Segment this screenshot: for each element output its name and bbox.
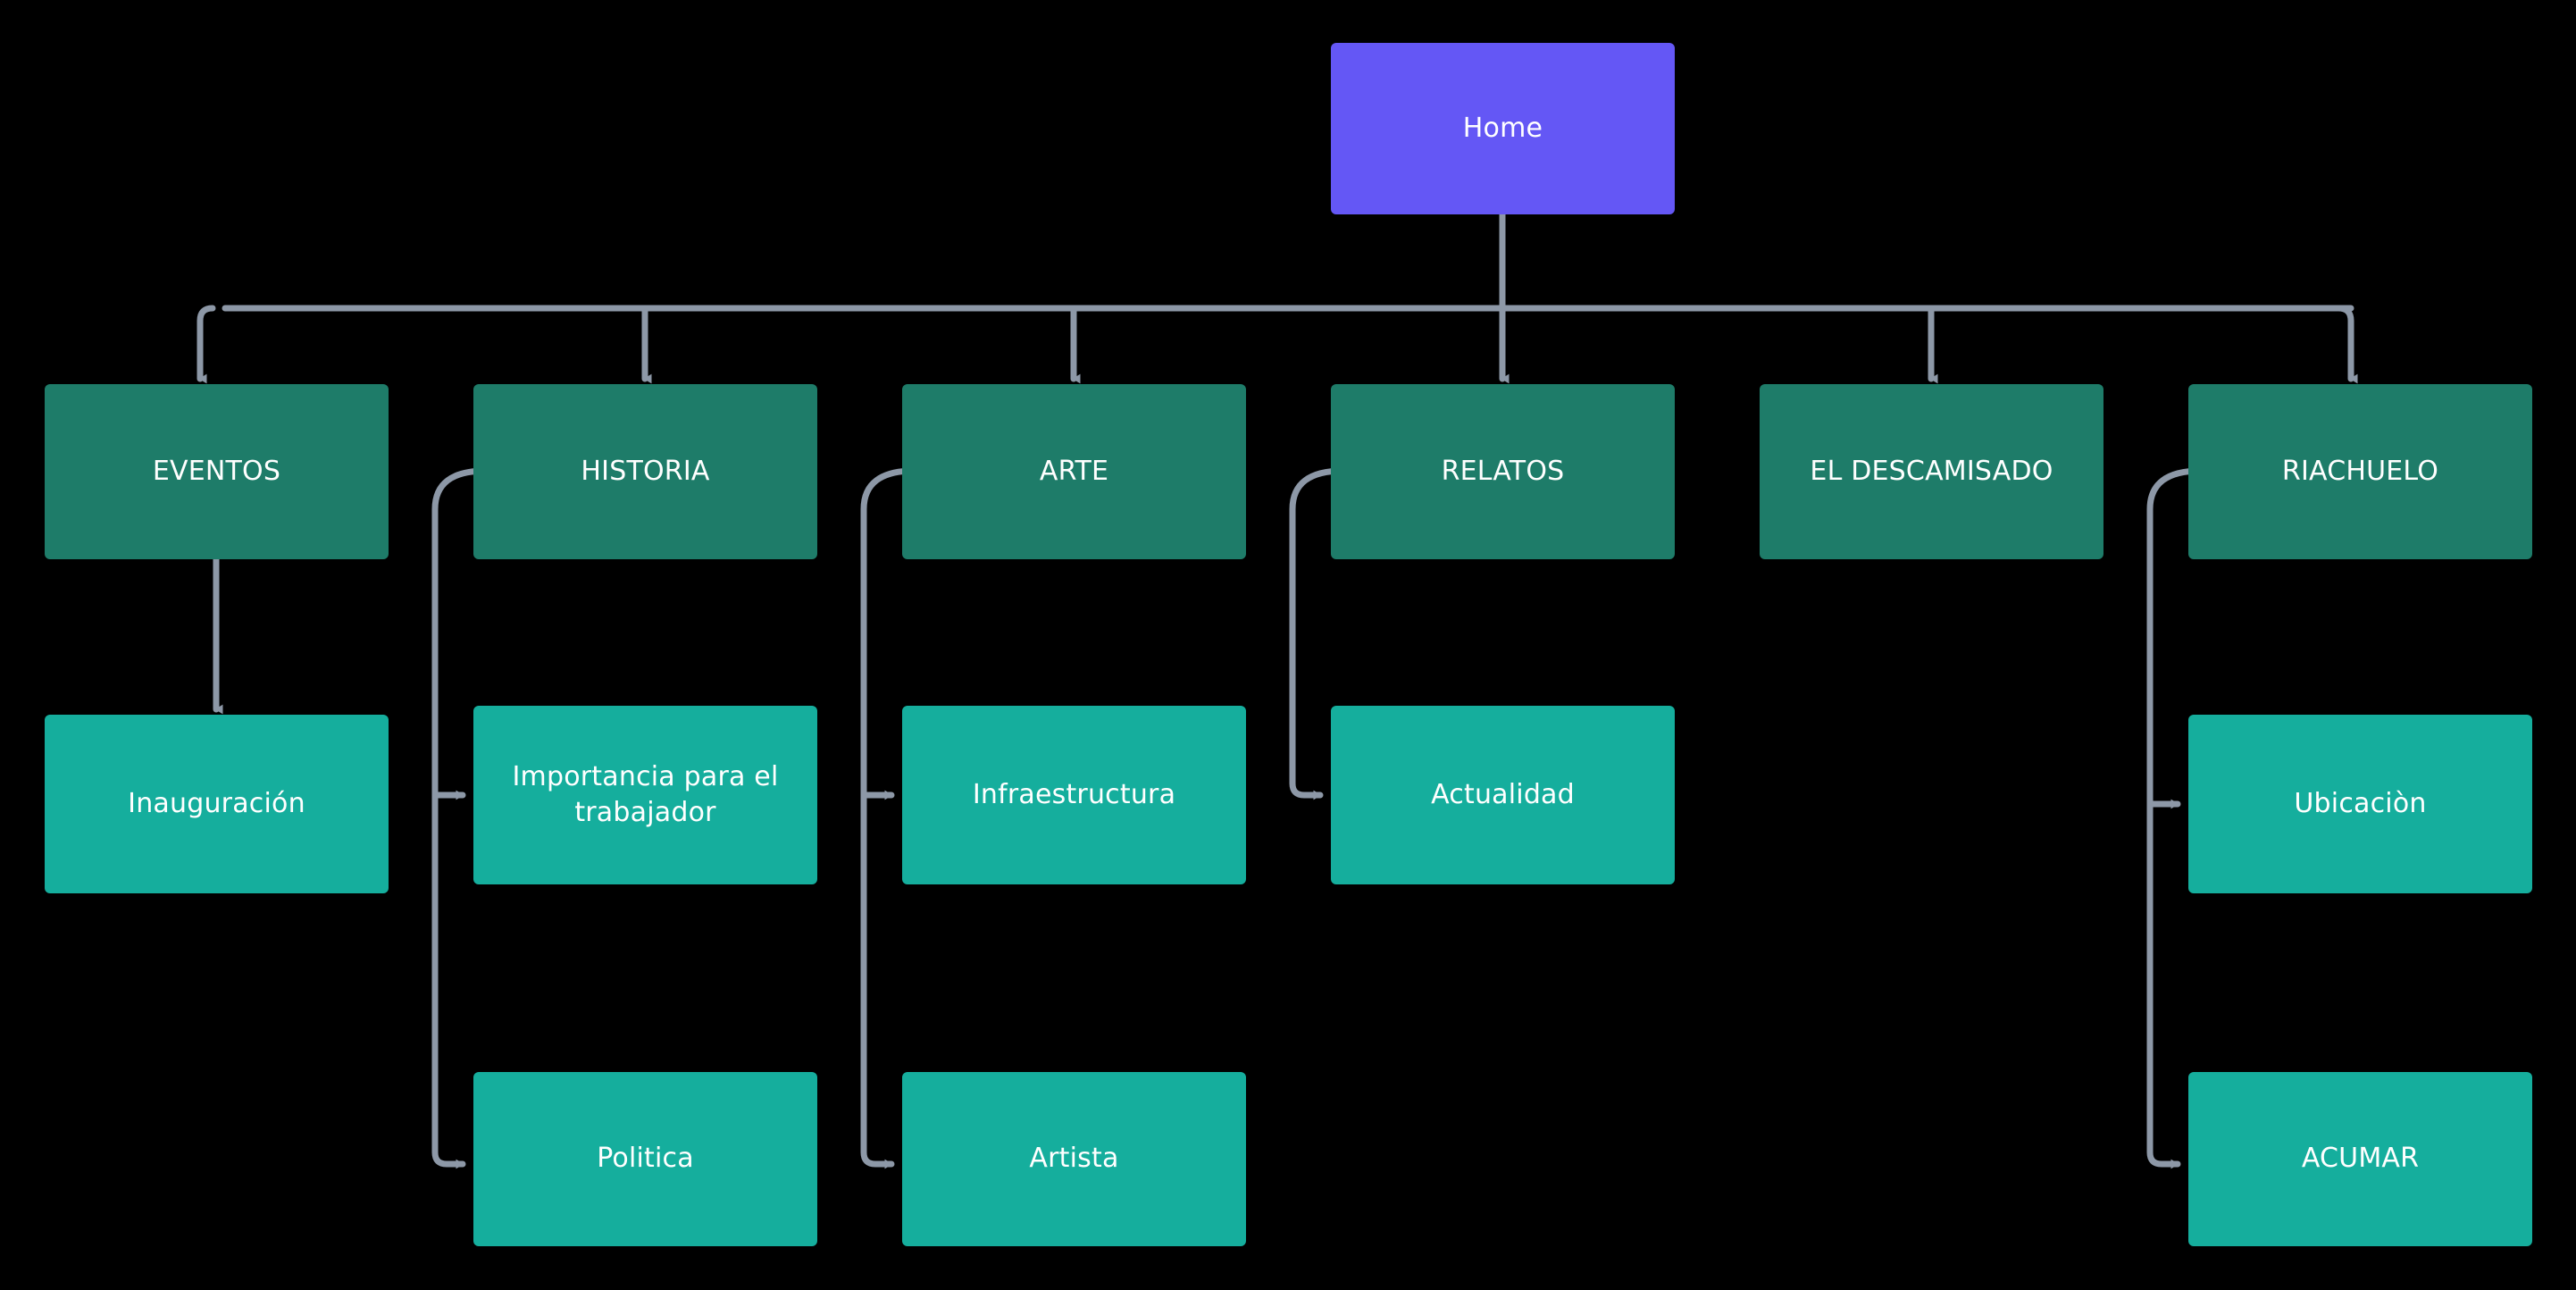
node-riachuelo[interactable]: RIACHUELO xyxy=(2188,384,2532,559)
edge-home-eventos xyxy=(197,305,216,384)
node-historia[interactable]: HISTORIA xyxy=(473,384,817,559)
node-label: Artista xyxy=(1029,1143,1119,1175)
node-arte[interactable]: ARTE xyxy=(902,384,1246,559)
node-label: EL DESCAMISADO xyxy=(1810,455,2053,487)
node-label: ACUMAR xyxy=(2301,1143,2420,1175)
node-label: Inauguración xyxy=(128,787,305,819)
node-acumar[interactable]: ACUMAR xyxy=(2188,1072,2532,1246)
node-label: ARTE xyxy=(1039,455,1109,487)
node-label: RELATOS xyxy=(1441,455,1565,487)
node-politica[interactable]: Politica xyxy=(473,1072,817,1246)
node-ubicacion[interactable]: Ubicaciòn xyxy=(2188,715,2532,893)
node-label: Politica xyxy=(597,1143,694,1175)
node-infraestructura[interactable]: Infraestructura xyxy=(902,706,1246,884)
node-actualidad[interactable]: Actualidad xyxy=(1331,706,1675,884)
node-label: RIACHUELO xyxy=(2281,455,2439,487)
node-el-descamisado[interactable]: EL DESCAMISADO xyxy=(1760,384,2103,559)
node-label: Home xyxy=(1462,112,1543,144)
node-label: Infraestructura xyxy=(972,778,1176,810)
node-inauguracion[interactable]: Inauguración xyxy=(45,715,389,893)
node-label: Importancia para el trabajador xyxy=(512,760,779,829)
node-label: Actualidad xyxy=(1431,778,1575,810)
node-artista[interactable]: Artista xyxy=(902,1072,1246,1246)
node-importancia-para-el-trabajador[interactable]: Importancia para el trabajador xyxy=(473,706,817,884)
node-label: Ubicaciòn xyxy=(2294,787,2427,819)
node-relatos[interactable]: RELATOS xyxy=(1331,384,1675,559)
node-eventos[interactable]: EVENTOS xyxy=(45,384,389,559)
node-home[interactable]: Home xyxy=(1331,43,1675,214)
edge-home-riachuelo xyxy=(2335,305,2358,384)
node-label: EVENTOS xyxy=(152,455,281,487)
node-label: HISTORIA xyxy=(581,455,710,487)
